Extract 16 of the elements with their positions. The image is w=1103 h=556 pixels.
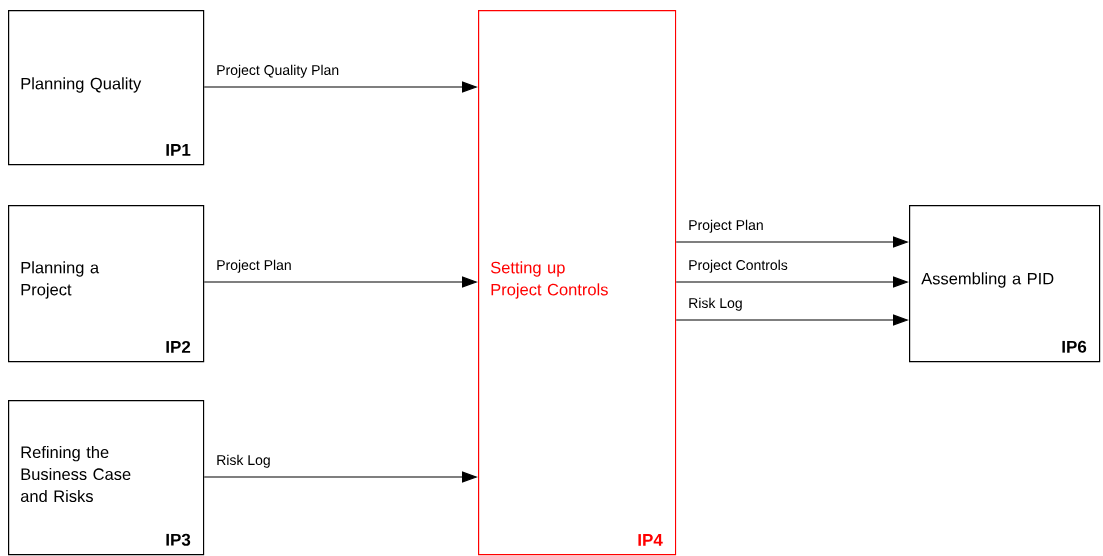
- edge-label: Project Controls: [689, 259, 788, 273]
- box-title: Planning Quality: [21, 77, 142, 93]
- box-title: Refining the Business Case and Risks: [20, 445, 131, 503]
- edge-label: Risk Log: [217, 454, 270, 468]
- edge-label: Project Quality Plan: [217, 64, 339, 78]
- edge-label: Risk Log: [689, 297, 742, 311]
- process-code: IP1: [166, 144, 191, 156]
- box-title: Planning a Project: [21, 261, 100, 299]
- box-title: Setting up Project Controls: [490, 261, 608, 299]
- edge-label: Project Plan: [689, 219, 763, 233]
- box-title: Assembling a PID: [921, 272, 1054, 288]
- process-code: IP3: [166, 533, 191, 546]
- process-code: IP6: [1062, 340, 1087, 353]
- process-code: IP2: [166, 340, 191, 353]
- process-code: IP4: [638, 534, 663, 546]
- edge-label: Project Plan: [217, 259, 291, 273]
